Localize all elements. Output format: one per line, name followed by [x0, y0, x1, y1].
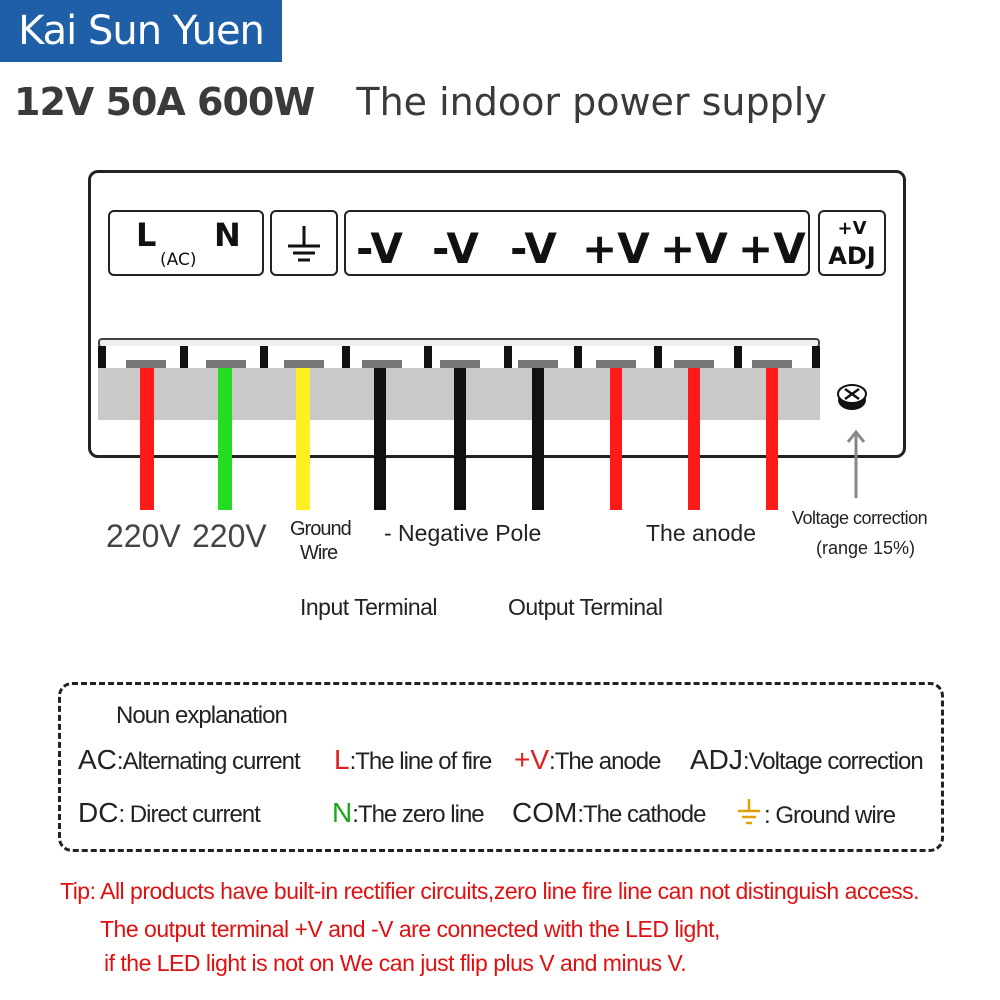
v-label-3: -V — [510, 224, 557, 273]
v-key: +V — [514, 744, 550, 775]
brand-banner: Kai Sun Yuen — [0, 0, 282, 62]
ac-text: :Alternating current — [116, 748, 301, 775]
adj-key: ADJ — [690, 744, 743, 775]
wire-ground — [296, 368, 310, 510]
n-text: :The zero line — [352, 801, 484, 828]
ground-label-box — [270, 210, 338, 276]
adj-label-box: +V ADJ — [818, 210, 886, 276]
spec-text: 12V 50A 600W — [14, 80, 315, 124]
ac-input-label-box: L N (AC) — [108, 210, 264, 276]
tip-line-1: Tip: All products have built-in rectifie… — [60, 878, 920, 904]
terminal-screw — [126, 360, 166, 368]
l-text: :The line of fire — [349, 748, 493, 775]
wire-negative — [532, 368, 544, 510]
v-label-6: +V — [738, 224, 806, 273]
tip-line-3: if the LED light is not on We can just f… — [104, 950, 687, 976]
ground-label-line2: Wire — [300, 542, 338, 564]
terminal-screw — [596, 360, 636, 368]
wire-live — [140, 368, 154, 510]
adj-bottom-label: ADJ — [828, 242, 876, 270]
wire-positive — [766, 368, 778, 510]
terminal-screw — [362, 360, 402, 368]
tip-line-2: The output terminal +V and -V are connec… — [100, 916, 720, 942]
subtitle: 12V 50A 600W The indoor power supply — [14, 80, 827, 124]
negative-pole-label: - Negative Pole — [384, 520, 542, 546]
legend-title: Noun explanation — [116, 702, 288, 729]
power-supply-panel — [88, 170, 906, 458]
legend-box — [58, 682, 944, 852]
terminal-separator — [98, 346, 106, 368]
legend-ac: AC:Alternating current — [78, 744, 301, 776]
voltage-correction-label: Voltage correction — [792, 508, 928, 528]
terminal-screw — [284, 360, 324, 368]
wire-negative — [374, 368, 386, 510]
l-key: L — [334, 744, 350, 775]
terminal-separator — [734, 346, 742, 368]
terminal-screw — [440, 360, 480, 368]
terminal-separator — [574, 346, 582, 368]
anode-label: The anode — [646, 520, 756, 546]
legend-dc: DC: Direct current — [78, 797, 261, 829]
up-arrow-icon — [846, 429, 866, 498]
wire-positive — [688, 368, 700, 510]
adj-top-label: +V — [837, 218, 867, 239]
output-terminal-label: Output Terminal — [508, 594, 663, 620]
ground-text: : Ground wire — [764, 802, 896, 829]
dc-key: DC — [78, 797, 119, 828]
neutral-voltage-label: 220V — [192, 518, 267, 554]
output-label-box: -V -V -V +V +V +V — [344, 210, 810, 276]
ground-label-line1: Ground — [290, 518, 352, 540]
wire-negative — [454, 368, 466, 510]
voltage-range-label: (range 15%) — [816, 538, 916, 558]
v-text: :The anode — [549, 748, 661, 775]
terminal-separator — [342, 346, 350, 368]
terminal-screw — [518, 360, 558, 368]
com-text: :The cathode — [577, 801, 706, 828]
ac-label: (AC) — [160, 250, 197, 270]
com-key: COM — [512, 797, 578, 828]
terminal-separator — [654, 346, 662, 368]
strip-top — [98, 346, 820, 368]
adj-text: :Voltage correction — [742, 748, 924, 775]
v-label-5: +V — [660, 224, 728, 273]
input-terminal-label: Input Terminal — [300, 594, 438, 620]
terminal-screw — [206, 360, 246, 368]
description-text: The indoor power supply — [356, 80, 827, 124]
legend-ground: : Ground wire — [734, 797, 896, 830]
adjust-knob-icon — [837, 384, 867, 410]
live-voltage-label: 220V — [106, 518, 181, 554]
legend-adj: ADJ:Voltage correction — [690, 744, 924, 776]
neutral-label: N — [214, 216, 241, 254]
terminal-separator — [260, 346, 268, 368]
n-key: N — [332, 797, 353, 828]
dc-text: : Direct current — [118, 801, 260, 828]
v-label-1: -V — [356, 224, 403, 273]
terminal-separator — [180, 346, 188, 368]
legend-l: L:The line of fire — [334, 744, 493, 776]
wire-neutral — [218, 368, 232, 510]
terminal-separator — [812, 346, 820, 368]
v-label-2: -V — [432, 224, 479, 273]
ground-icon — [738, 799, 760, 825]
ground-icon — [288, 226, 320, 262]
ac-key: AC — [78, 744, 117, 775]
terminal-separator — [424, 346, 432, 368]
live-label: L — [136, 216, 157, 254]
v-label-4: +V — [582, 224, 650, 273]
terminal-separator — [504, 346, 512, 368]
legend-v: +V:The anode — [514, 744, 661, 776]
wire-positive — [610, 368, 622, 510]
legend-n: N:The zero line — [332, 797, 485, 829]
terminal-screw — [674, 360, 714, 368]
legend-com: COM:The cathode — [512, 797, 706, 829]
terminal-screw — [752, 360, 792, 368]
